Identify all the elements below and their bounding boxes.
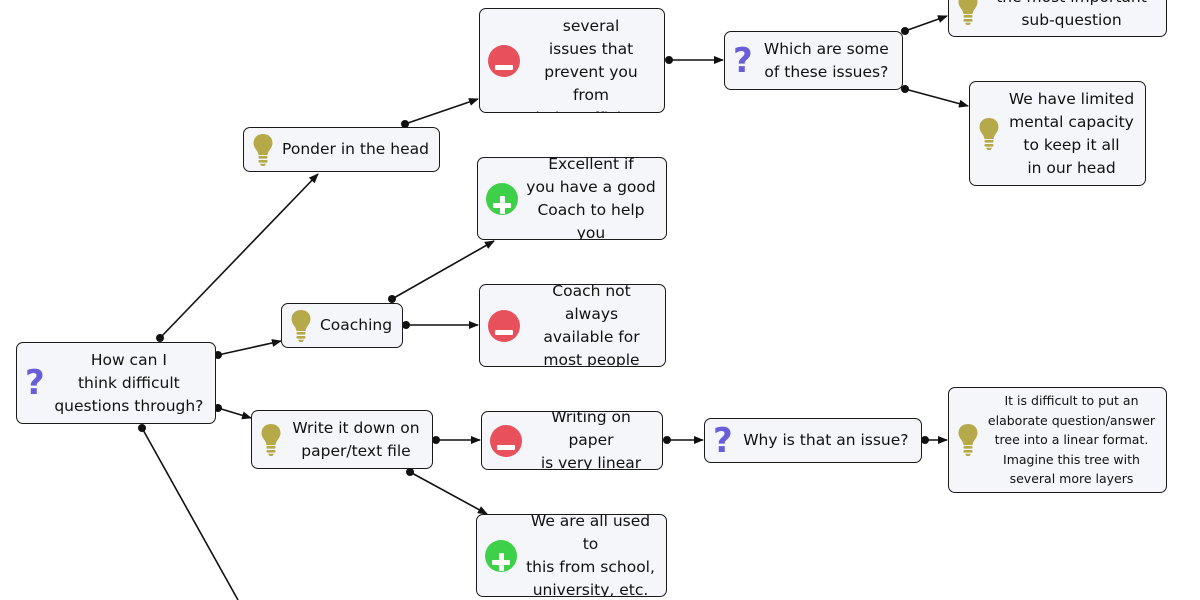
- node-excellent-text: Excellent if you have a good Coach to he…: [526, 157, 656, 240]
- edge-coaching-coachnot: [402, 321, 479, 329]
- node-which[interactable]: ? Which are some of these issues?: [724, 31, 903, 90]
- edge-issues-which: [665, 56, 724, 64]
- edge-write-linear: [432, 436, 481, 444]
- node-ponder-text: Ponder in the head: [282, 140, 429, 158]
- question-icon: ?: [713, 420, 733, 461]
- node-important-text: the most important sub-question: [996, 0, 1147, 29]
- edge-write-used: [406, 468, 488, 515]
- node-linear-text: Writing on paper is very linear: [540, 411, 642, 470]
- lightbulb-icon: [957, 0, 979, 26]
- node-issues-text: There are several issues that prevent yo…: [535, 9, 646, 112]
- edge-root-ponder: [156, 173, 319, 342]
- connector-dot: [388, 295, 396, 303]
- connector-dot: [432, 436, 440, 444]
- node-coaching[interactable]: Coaching: [281, 303, 403, 348]
- plus-icon: [485, 539, 517, 572]
- edge-root-coaching: [214, 339, 282, 359]
- node-coaching-text: Coaching: [319, 316, 393, 334]
- node-which-text: Which are some of these issues?: [763, 39, 889, 81]
- node-difficult-text: It is difficult to put an elaborate ques…: [987, 393, 1156, 487]
- minus-icon: [490, 424, 522, 457]
- lightbulb-icon: [978, 117, 1000, 151]
- edge-which-important: [901, 15, 948, 35]
- node-used-text: We are all used to this from school, uni…: [526, 514, 655, 597]
- node-root-text: How can I think difficult questions thro…: [54, 350, 204, 415]
- node-coach-not-text: Coach not always available for most peop…: [543, 284, 640, 367]
- plus-icon: [486, 182, 518, 215]
- node-difficult[interactable]: It is difficult to put an elaborate ques…: [948, 387, 1167, 493]
- node-excellent[interactable]: Excellent if you have a good Coach to he…: [477, 157, 667, 240]
- node-used[interactable]: We are all used to this from school, uni…: [476, 514, 667, 597]
- lightbulb-icon: [957, 423, 979, 457]
- connector-dot: [663, 436, 671, 444]
- node-root[interactable]: ? How can I think difficult questions th…: [16, 342, 216, 424]
- minus-icon: [488, 44, 520, 77]
- edge-which-limited: [901, 85, 969, 108]
- node-important[interactable]: the most important sub-question: [948, 0, 1167, 37]
- connector-dot: [214, 404, 222, 412]
- edge-root-down: [138, 424, 239, 600]
- connector-dot: [901, 85, 909, 93]
- connector-dot: [406, 468, 414, 476]
- node-write-text: Write it down on paper/text file: [292, 418, 420, 460]
- connector-dot: [156, 334, 164, 342]
- node-why[interactable]: ? Why is that an issue?: [704, 418, 922, 463]
- question-icon: ?: [25, 363, 45, 403]
- edge-linear-why: [663, 436, 704, 444]
- node-coach-not[interactable]: Coach not always available for most peop…: [479, 284, 666, 367]
- edge-ponder-issues: [401, 98, 479, 128]
- connector-dot: [921, 436, 929, 444]
- node-issues[interactable]: There are several issues that prevent yo…: [479, 8, 665, 113]
- connector-dot: [901, 27, 909, 35]
- connector-dot: [402, 321, 410, 329]
- node-linear[interactable]: Writing on paper is very linear: [481, 411, 663, 470]
- connector-dot: [214, 351, 222, 359]
- question-icon: ?: [733, 40, 753, 81]
- node-limited-text: We have limited mental capacity to keep …: [1008, 89, 1135, 177]
- node-limited[interactable]: We have limited mental capacity to keep …: [969, 81, 1146, 186]
- edge-root-write: [214, 404, 252, 420]
- connector-dot: [138, 424, 146, 432]
- node-why-text: Why is that an issue?: [743, 431, 909, 449]
- edge-coaching-excellent: [388, 240, 495, 303]
- node-write[interactable]: Write it down on paper/text file: [251, 410, 433, 469]
- lightbulb-icon: [290, 309, 312, 343]
- minus-icon: [488, 309, 520, 342]
- edge-why-difficult: [921, 436, 948, 444]
- lightbulb-icon: [260, 423, 282, 457]
- connector-dot: [665, 56, 673, 64]
- lightbulb-icon: [252, 133, 274, 167]
- node-ponder[interactable]: Ponder in the head: [243, 127, 440, 172]
- connector-dot: [401, 120, 409, 128]
